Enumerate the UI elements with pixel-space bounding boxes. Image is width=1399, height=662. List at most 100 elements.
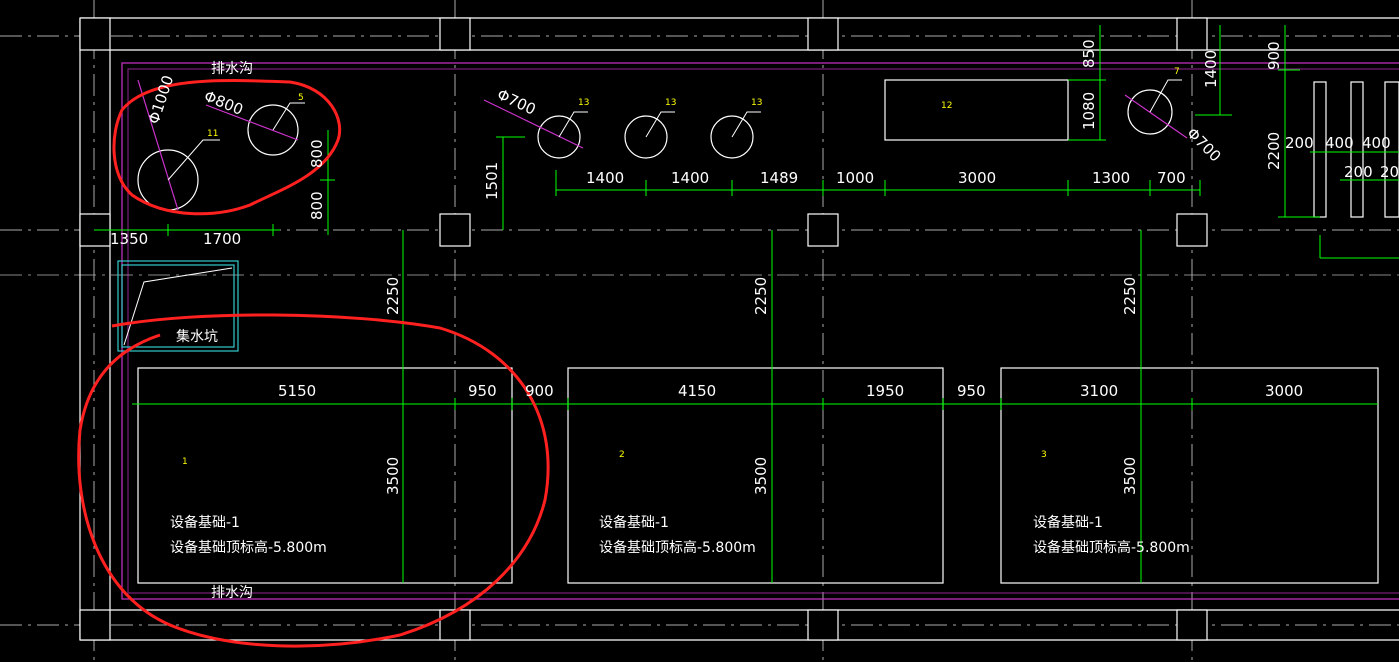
equip-2-name: 设备基础-1 xyxy=(599,514,669,531)
column xyxy=(79,17,111,51)
dim-200a: 200 xyxy=(1285,134,1314,152)
equip-1-elev: 设备基础顶标高-5.800m xyxy=(170,539,327,556)
tag-leader xyxy=(558,111,588,138)
tag-13a: 13 xyxy=(578,98,589,108)
dim-5150: 5150 xyxy=(278,382,316,400)
equip-2-elev: 设备基础顶标高-5.800m xyxy=(599,539,756,556)
dim-3000-row: 3000 xyxy=(1265,382,1303,400)
diameter-700a: Φ700 xyxy=(494,85,538,118)
annotation-clouds xyxy=(77,79,550,648)
dim-3000-top: 3000 xyxy=(958,169,996,187)
column xyxy=(807,17,839,51)
tag-13b: 13 xyxy=(665,98,676,108)
dim-2250c: 2250 xyxy=(1121,277,1139,315)
tank-5 xyxy=(247,104,299,156)
diameter-800: Φ800 xyxy=(202,87,246,119)
sump-inner xyxy=(121,264,235,348)
dim-4150: 4150 xyxy=(678,382,716,400)
dim-2250b: 2250 xyxy=(752,277,770,315)
drain-trench-label-bottom: 排水沟 xyxy=(211,585,253,601)
dim-1080: 1080 xyxy=(1080,92,1098,130)
column xyxy=(439,17,471,51)
dim-800b: 800 xyxy=(308,191,326,220)
equip-3-elev: 设备基础顶标高-5.800m xyxy=(1033,539,1190,556)
dim-1350: 1350 xyxy=(110,230,148,248)
dim-950b: 950 xyxy=(957,382,986,400)
equipment xyxy=(137,79,1379,584)
tag-leader xyxy=(731,111,761,138)
tag-7: 7 xyxy=(1174,67,1180,77)
tag-1: 1 xyxy=(182,457,188,467)
dim-2250a: 2250 xyxy=(384,277,402,315)
diameter-700b: Φ700 xyxy=(1183,124,1224,165)
equip-1-name: 设备基础-1 xyxy=(170,514,240,531)
sump-pit-label: 集水坑 xyxy=(176,328,218,345)
dim-1700: 1700 xyxy=(203,230,241,248)
dim-900-row: 900 xyxy=(525,382,554,400)
dim-1300: 1300 xyxy=(1092,169,1130,187)
dim-400a: 400 xyxy=(1325,134,1354,152)
diameter-leaders xyxy=(137,79,1188,211)
dim-800a: 800 xyxy=(308,139,326,168)
column xyxy=(79,609,111,641)
dim-3500a: 3500 xyxy=(384,457,402,495)
cloud-top-left xyxy=(112,79,342,216)
tag-leader xyxy=(645,111,675,138)
sump-pit xyxy=(117,260,239,352)
equip-3-name: 设备基础-1 xyxy=(1033,514,1103,531)
foundation-2 xyxy=(567,367,944,584)
dim-700: 700 xyxy=(1157,169,1186,187)
dim-2200: 2200 xyxy=(1265,132,1283,170)
tag-3: 3 xyxy=(1041,450,1047,460)
dim-400b: 400 xyxy=(1362,134,1391,152)
dim-1400b: 1400 xyxy=(671,169,709,187)
dim-3500b: 3500 xyxy=(752,457,770,495)
dim-200b: 200 xyxy=(1344,163,1373,181)
foundation-3 xyxy=(1000,367,1379,584)
leader-d700b xyxy=(1124,94,1188,139)
dim-1950: 1950 xyxy=(866,382,904,400)
drain-trench-label-top: 排水沟 xyxy=(211,61,253,77)
dim-950a: 950 xyxy=(468,382,497,400)
cloud-bottom-left xyxy=(77,313,550,648)
leader-d800 xyxy=(205,104,299,141)
dim-3500c: 3500 xyxy=(1121,457,1139,495)
leader-d1000 xyxy=(137,79,179,211)
tag-2: 2 xyxy=(619,450,625,460)
sump-outer xyxy=(117,260,239,352)
column xyxy=(1176,213,1208,247)
columns xyxy=(79,17,1208,641)
dim-850: 850 xyxy=(1080,39,1098,68)
pump-13c xyxy=(710,115,754,159)
column xyxy=(1176,609,1208,641)
equipment-12 xyxy=(884,79,1069,141)
pump-13a xyxy=(537,115,581,159)
slot xyxy=(1384,81,1399,218)
diameter-1000: Φ1000 xyxy=(145,73,178,126)
tag-leader xyxy=(272,102,305,131)
leader-d700a xyxy=(483,99,584,149)
tag-5: 5 xyxy=(298,93,304,103)
column xyxy=(439,213,471,247)
tank-7 xyxy=(1127,89,1173,135)
column xyxy=(439,609,471,641)
tag-13c: 13 xyxy=(751,98,762,108)
column xyxy=(807,213,839,247)
column xyxy=(807,609,839,641)
dim-200c: 200 xyxy=(1380,163,1399,181)
slot xyxy=(1350,81,1364,218)
tag-leader xyxy=(1149,79,1182,113)
dimension-lines xyxy=(94,25,1399,583)
dim-900-v: 900 xyxy=(1265,41,1283,70)
dim-3100: 3100 xyxy=(1080,382,1118,400)
column xyxy=(1176,17,1208,51)
tag-leader xyxy=(167,139,220,181)
foundation-1 xyxy=(137,367,513,584)
pump-13b xyxy=(624,115,668,159)
dim-1501: 1501 xyxy=(483,162,501,200)
tag-12: 12 xyxy=(941,101,952,111)
dim-1489: 1489 xyxy=(760,169,798,187)
tag-leaders xyxy=(167,79,1182,181)
dim-1000: 1000 xyxy=(836,169,874,187)
